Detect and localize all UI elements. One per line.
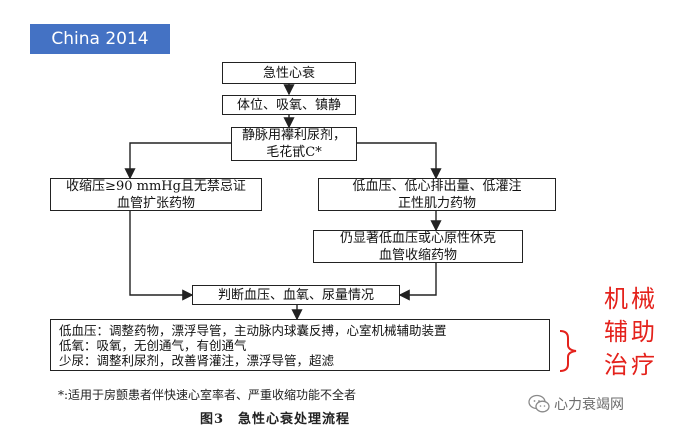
box-judge-text: 判断血压、血氧、尿量情况: [217, 287, 374, 303]
box-right2-line1: 仍显著低血压或心原性休克: [339, 230, 496, 246]
arrow-3-left: [124, 142, 231, 180]
box-right-line1: 低血压、低心排出量、低灌注: [352, 178, 522, 194]
arrow-left-judge: [129, 211, 194, 301]
flow-box-vasoconstrictor: 仍显著低血压或心原性休克 血管收缩药物: [313, 230, 523, 263]
box-right-line2: 正性肌力药物: [397, 195, 476, 211]
arrow-3-right: [357, 142, 442, 180]
side-annotation-mechanical-support: 机械 辅助 治疗: [596, 283, 666, 382]
side-label-line1: 机械: [604, 285, 658, 313]
flow-box-assess-bp-oxygen-urine: 判断血压、血氧、尿量情况: [192, 285, 400, 305]
box1-text: 急性心衰: [262, 65, 315, 81]
figure-caption: 图3 急性心衰处理流程: [200, 412, 351, 427]
box-left-line2: 血管扩张药物: [116, 195, 195, 211]
flow-box-acute-heart-failure: 急性心衰: [222, 62, 356, 84]
box3-line1: 静脉用襻利尿剂，: [241, 128, 346, 143]
flow-box-loop-diuretic: 静脉用襻利尿剂， 毛花甙C*: [231, 127, 357, 161]
box-right2-line2: 血管收缩药物: [378, 247, 457, 263]
side-label-line2: 辅助: [604, 318, 658, 346]
box-final-line1: 低血压：调整药物，漂浮导管，主动脉内球囊反搏，心室机械辅助装置: [59, 322, 447, 338]
side-brace: [559, 330, 577, 372]
box-left-line1: 收缩压≥90 mmHg且无禁忌证: [66, 178, 246, 194]
box3-line2: 毛花甙C*: [266, 145, 322, 160]
flow-box-position-oxygen-sedation: 体位、吸氧、镇静: [222, 95, 356, 115]
flow-box-inotrope: 低血压、低心排出量、低灌注 正性肌力药物: [318, 178, 556, 211]
box-final-line2: 低氧：吸氧，无创通气，有创通气: [59, 337, 247, 353]
flow-box-vasodilator: 收缩压≥90 mmHg且无禁忌证 血管扩张药物: [50, 178, 262, 211]
side-label-line3: 治疗: [604, 351, 658, 379]
footnote: *:适用于房颤患者伴快速心室率者、严重收缩功能不全者: [58, 388, 357, 402]
arrow-right2-judge: [398, 263, 437, 301]
flow-box-adjustment-measures: 低血压：调整药物，漂浮导管，主动脉内球囊反搏，心室机械辅助装置 低氧：吸氧，无创…: [50, 319, 550, 371]
box2-text: 体位、吸氧、镇静: [236, 97, 341, 113]
watermark-text: 心力衰竭网: [554, 397, 624, 413]
watermark: 心力衰竭网: [528, 392, 688, 416]
wechat-icon: [528, 394, 550, 413]
slide-tag: China 2014: [30, 24, 170, 54]
box-final-line3: 少尿：调整利尿剂，改善肾灌注，漂浮导管，超滤: [59, 352, 335, 368]
